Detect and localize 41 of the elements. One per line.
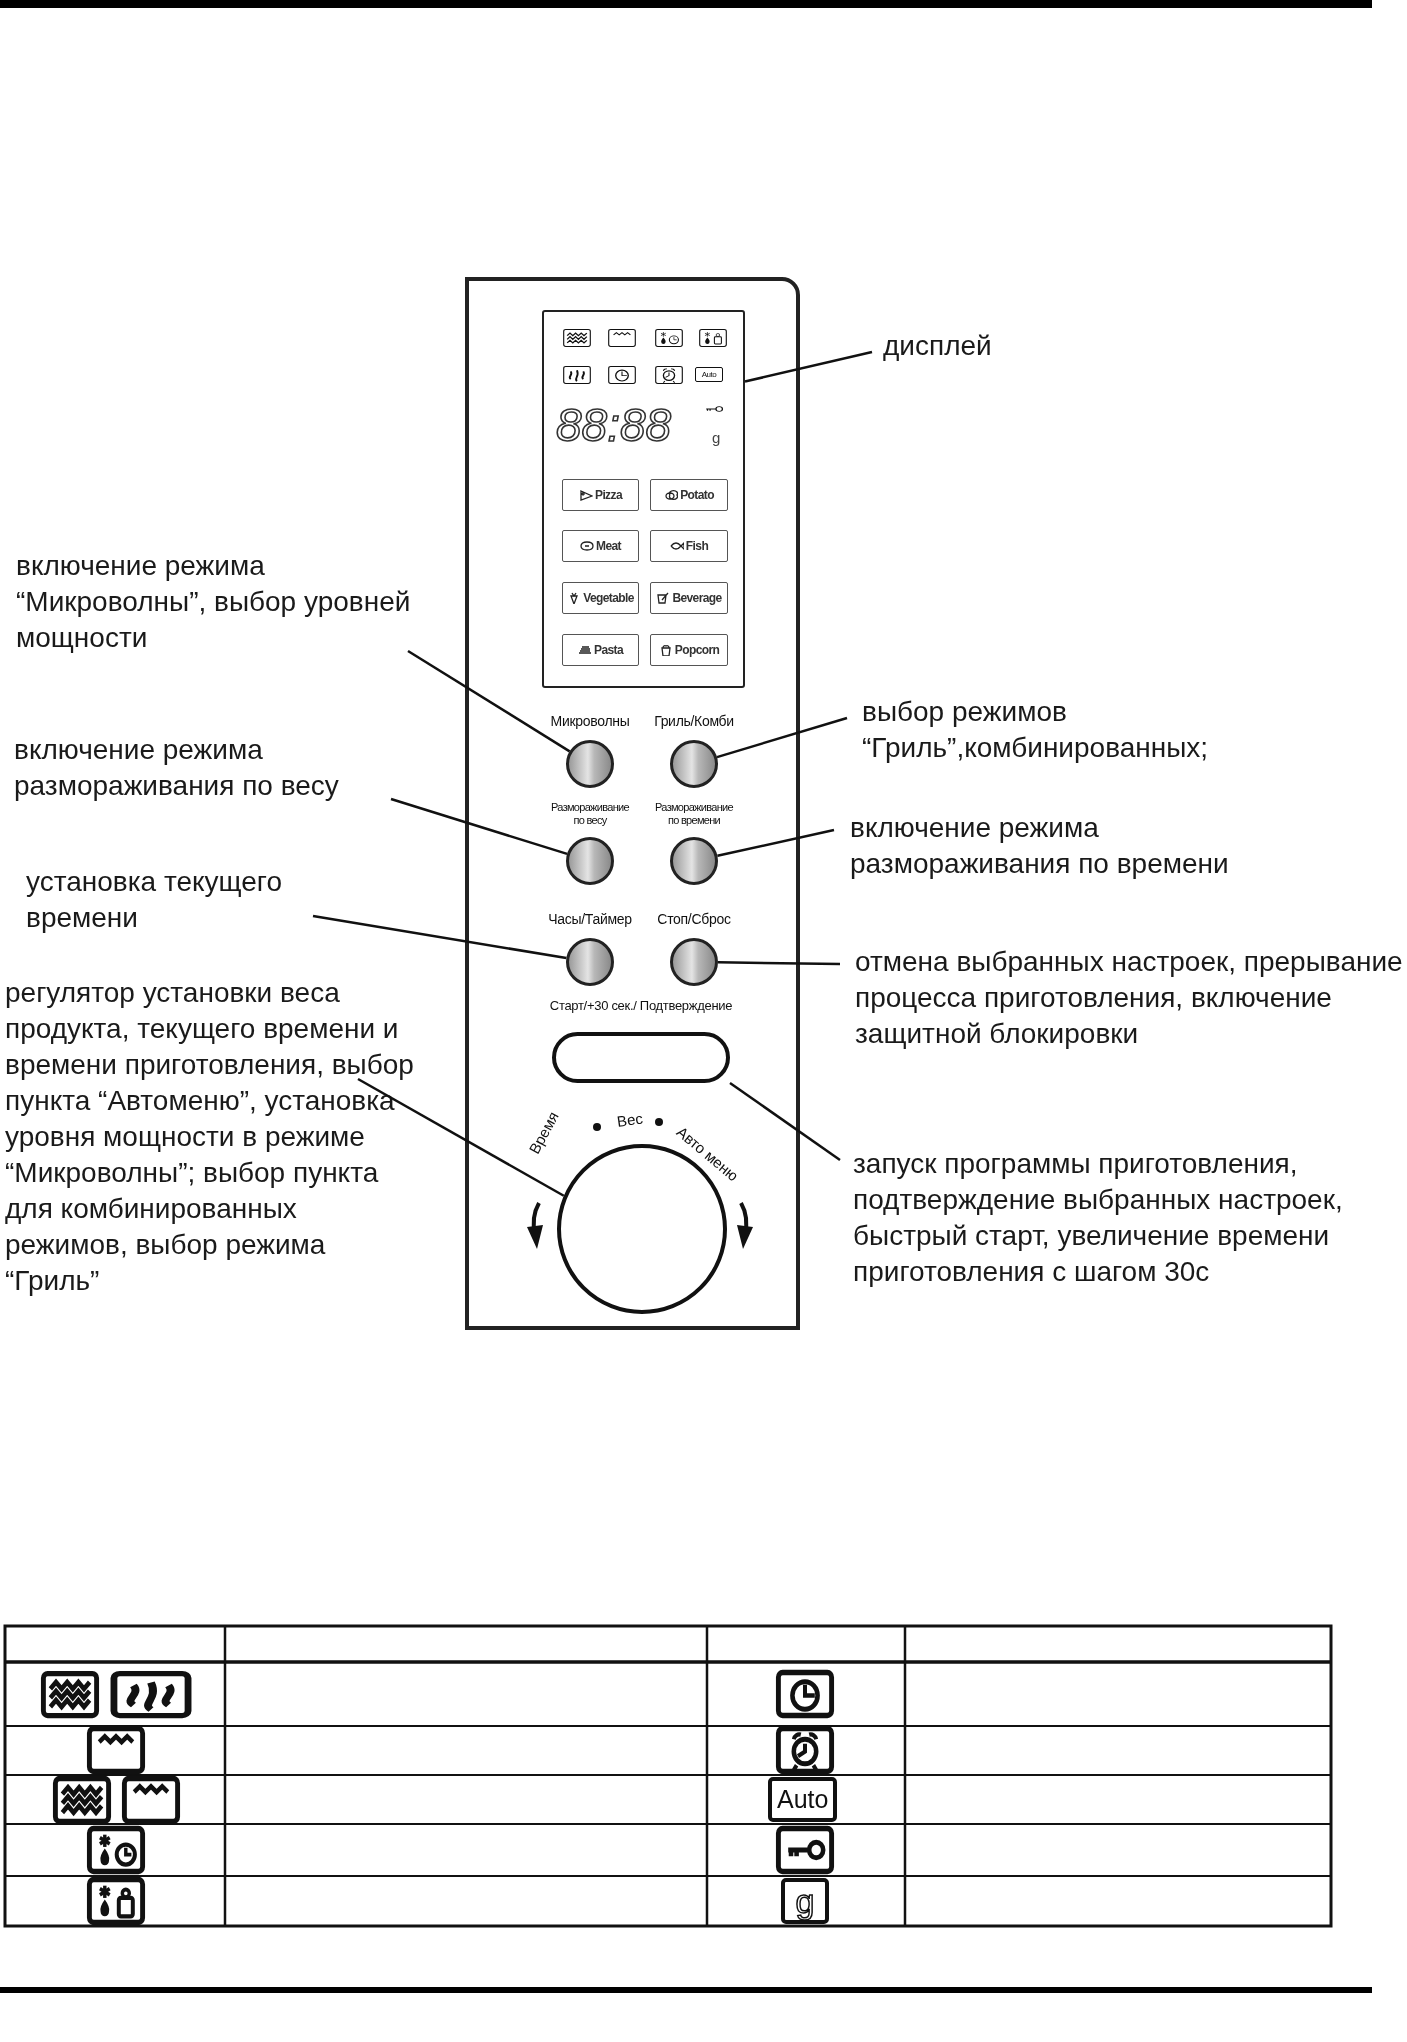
leader-line xyxy=(744,350,873,383)
leader-line xyxy=(390,797,568,856)
leader-line xyxy=(729,1081,841,1162)
display-panel xyxy=(542,310,745,688)
annotation-text: отмена выбранных настроек, прерывание процесса приготовления, включение защитной блокировки xyxy=(855,945,1404,1051)
gram-indicator: g xyxy=(781,1878,829,1924)
food-preset-button: Pasta xyxy=(562,634,639,666)
annotation-text: включение режима размораживания по весу xyxy=(14,733,340,803)
control-panel xyxy=(465,277,800,1330)
auto-indicator: Auto xyxy=(768,1777,838,1822)
annotation-text: выбор режимов “Гриль”,комбинированных; xyxy=(862,695,1210,765)
leader-line xyxy=(312,914,567,960)
annotation-text: регулятор установки веса продукта, текущего времени и времени приготовления, выбор пункта “Автоменю”, установка уровня мощности в режиме “Микроволны”; выбор пункта для комбинированных режимов, выбор режима “Гриль” xyxy=(5,976,415,1298)
leader-line xyxy=(716,716,848,759)
food-preset-button: Potato xyxy=(650,479,728,511)
dial-mode-label: Вес xyxy=(615,1109,644,1130)
auto-indicator: Auto xyxy=(695,367,723,382)
leader-line xyxy=(407,649,571,753)
unit-text: g xyxy=(712,430,721,445)
button-label: Старт/+30 сек./ Подтверждение xyxy=(548,998,734,1013)
annotation-text: запуск программы приготовления, подтверждение выбранных настроек, быстрый старт, увеличение времени приготовления с шагом 30с xyxy=(853,1147,1344,1289)
food-preset-button: Meat xyxy=(562,530,639,562)
annotation-text: дисплей xyxy=(883,329,993,363)
leader-line xyxy=(717,828,835,858)
annotation-text: включение режима “Микроволны”, выбор уровней мощности xyxy=(16,549,412,655)
button-label: Гриль/Комби xyxy=(653,714,735,729)
leader-line xyxy=(357,1077,565,1197)
button-label: Микроволны xyxy=(549,714,631,729)
annotation-text: включение режима размораживания по времени xyxy=(850,811,1230,881)
food-preset-button: Popcorn xyxy=(650,634,728,666)
button-label: Размораживание по весу xyxy=(550,801,630,827)
food-preset-button: Fish xyxy=(650,530,728,562)
button-label: Часы/Таймер xyxy=(547,912,633,927)
food-preset-button: Vegetable xyxy=(562,582,639,614)
leader-line xyxy=(718,961,840,966)
annotation-text: установка текущего времени xyxy=(26,865,283,935)
food-preset-button: Pizza xyxy=(562,479,639,511)
button-label: Стоп/Сброс xyxy=(656,912,732,927)
digit-readout: 88:88 xyxy=(556,402,672,448)
food-preset-button: Beverage xyxy=(650,582,728,614)
button-label: Размораживание по времени xyxy=(654,801,734,827)
